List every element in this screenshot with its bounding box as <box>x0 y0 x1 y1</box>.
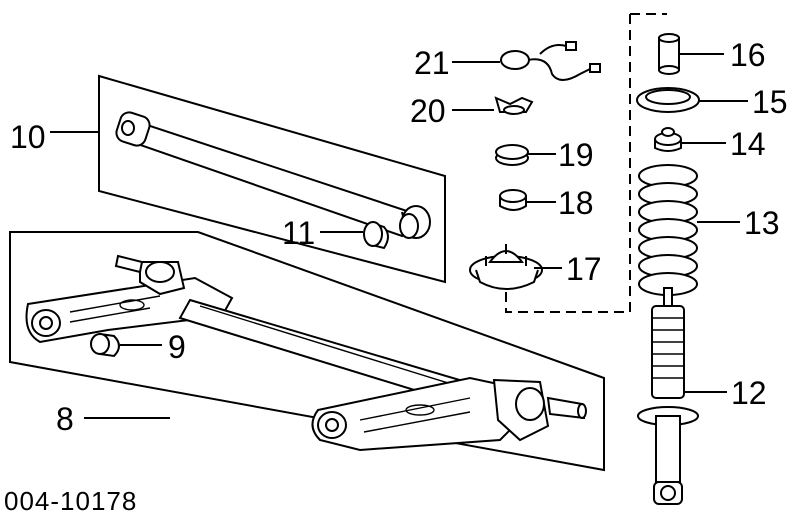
bump-stop-14 <box>654 127 682 152</box>
bushing-9 <box>90 332 120 358</box>
group-box-10 <box>98 74 446 284</box>
coil-spring-13 <box>638 164 698 296</box>
bushing-11 <box>363 221 389 250</box>
callout-21: 21 <box>414 45 450 81</box>
callout-15: 15 <box>752 84 788 120</box>
wing-nut-20 <box>494 96 534 115</box>
callout-20: 20 <box>410 93 446 129</box>
callout-16: 16 <box>730 37 766 73</box>
callout-8: 8 <box>56 401 74 437</box>
leader-lines <box>50 53 748 419</box>
callout-9: 9 <box>168 329 186 365</box>
dashed-group-box <box>505 13 667 313</box>
trailing-arm <box>115 111 431 239</box>
rear-axle-beam <box>25 254 587 452</box>
group-box-8 <box>9 231 605 472</box>
cap-with-wire-21 <box>500 41 601 81</box>
spring-seat-15 <box>636 87 700 113</box>
callout-11: 11 <box>282 215 315 251</box>
callout-13: 13 <box>744 205 780 241</box>
callout-10: 10 <box>10 119 46 155</box>
callout-12: 12 <box>731 375 767 411</box>
bushing-18 <box>499 189 527 211</box>
shock-absorber-12 <box>637 287 699 505</box>
callout-18: 18 <box>558 185 594 221</box>
upper-mount-17 <box>469 244 543 290</box>
callout-14: 14 <box>730 126 766 162</box>
spacer-16 <box>658 33 680 75</box>
callout-17: 17 <box>566 251 602 287</box>
washer-19 <box>495 144 529 166</box>
callout-19: 19 <box>558 137 594 173</box>
reference-code: 004-10178 <box>4 486 137 516</box>
